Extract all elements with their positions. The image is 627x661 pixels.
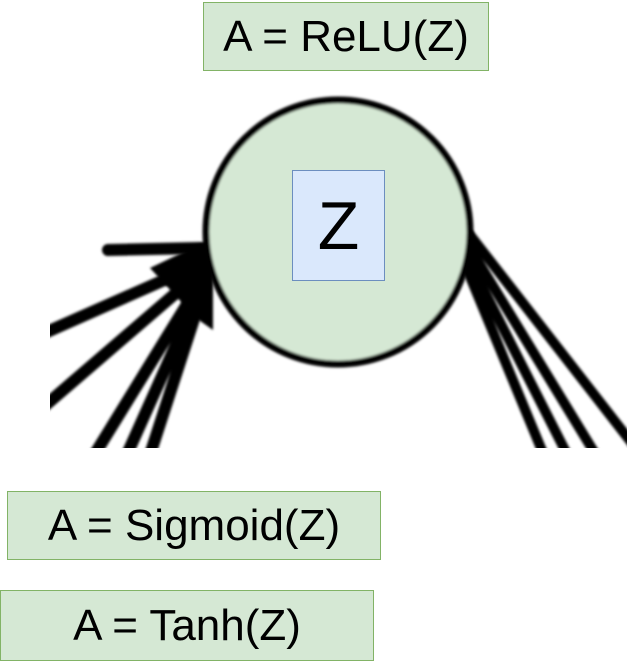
left-input-edge: [91, 269, 211, 448]
tanh-activation-label: A = Tanh(Z): [0, 590, 374, 661]
right-output-edge: [465, 230, 627, 446]
z-input-box: Z: [292, 170, 385, 281]
sigmoid-activation-label: A = Sigmoid(Z): [7, 491, 381, 560]
right-output-edge: [459, 257, 547, 448]
relu-activation-label: A = ReLU(Z): [203, 2, 489, 71]
sigmoid-activation-text: A = Sigmoid(Z): [47, 500, 341, 550]
relu-activation-text: A = ReLU(Z): [223, 11, 469, 61]
z-label: Z: [317, 187, 360, 264]
tanh-activation-text: A = Tanh(Z): [73, 600, 301, 650]
right-output-edge: [463, 240, 598, 448]
left-arrow-stub: [102, 242, 206, 256]
right-output-edge: [461, 250, 570, 448]
arrowhead: [150, 238, 213, 330]
